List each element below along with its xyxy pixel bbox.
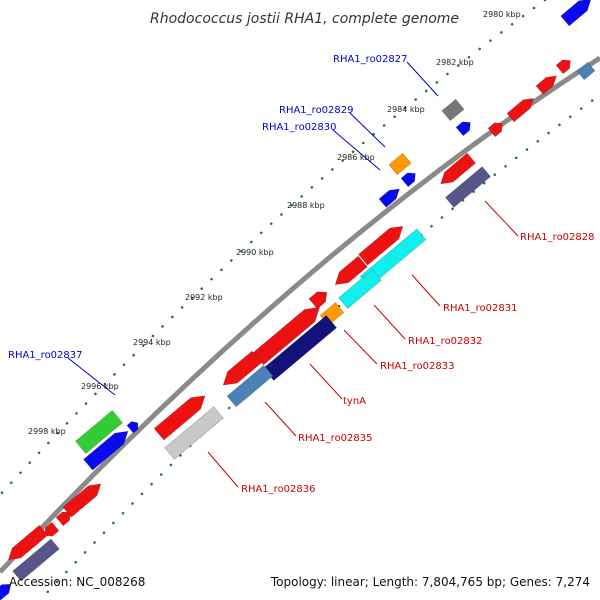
- tick-label: 2994 kbp: [133, 338, 171, 347]
- gene-label-leader: [67, 357, 116, 396]
- tick-labels: 2980 kbp 2982 kbp 2984 kbp 2986 kbp 2988 kbp…: [28, 10, 521, 436]
- gene-feature[interactable]: [75, 410, 123, 454]
- gene-feature[interactable]: [153, 390, 210, 441]
- gene-feature[interactable]: [164, 406, 224, 460]
- gene-label[interactable]: RHA1_ro02829: [279, 105, 354, 116]
- gene-feature[interactable]: [437, 152, 476, 189]
- gene-feature[interactable]: [83, 426, 133, 471]
- tick-label: 2998 kbp: [28, 427, 66, 436]
- gene-label[interactable]: RHA1_ro02836: [241, 484, 316, 495]
- gene-label-leader: [332, 129, 381, 171]
- gene-feature[interactable]: [445, 166, 491, 208]
- gene-feature[interactable]: [576, 61, 596, 81]
- tick-label: 2992 kbp: [185, 293, 223, 302]
- tick-label: 2984 kbp: [387, 105, 425, 114]
- gene-feature[interactable]: [4, 524, 49, 565]
- gene-label-leader: [264, 401, 297, 437]
- gene-feature[interactable]: [252, 301, 325, 366]
- gene-label[interactable]: RHA1_ro02828: [520, 232, 595, 243]
- map-title: Rhodococcus jostii RHA1, complete genome: [150, 11, 459, 27]
- tick-label: 2988 kbp: [287, 201, 325, 210]
- gene-label[interactable]: RHA1_ro02833: [380, 361, 455, 372]
- gene-label-leader: [484, 200, 519, 237]
- gene-label-callouts: RHA1_ro02827RHA1_ro02829RHA1_ro02830RHA1…: [8, 54, 595, 495]
- gene-feature[interactable]: [487, 119, 506, 138]
- tick-dot-track-outer: [0, 0, 547, 497]
- tick-label: 2982 kbp: [436, 58, 474, 67]
- tick-label: 2990 kbp: [236, 248, 274, 257]
- gene-label-leader: [349, 112, 386, 148]
- gene-label[interactable]: RHA1_ro02837: [8, 350, 83, 361]
- gene-feature[interactable]: [331, 255, 368, 290]
- gene-feature[interactable]: [388, 152, 412, 176]
- gene-feature[interactable]: [226, 364, 274, 408]
- gene-label-leader: [406, 61, 439, 97]
- tick-label: 2980 kbp: [483, 10, 521, 19]
- gene-label[interactable]: RHA1_ro02827: [333, 54, 408, 65]
- tick-dot-track-inner: [38, 93, 600, 600]
- topology-text: Topology: linear; Length: 7,804,765 bp; …: [270, 575, 590, 589]
- gene-label[interactable]: tynA: [343, 396, 366, 407]
- gene-feature[interactable]: [555, 56, 574, 75]
- gene-feature[interactable]: [378, 185, 403, 208]
- gene-feature[interactable]: [338, 269, 382, 309]
- gene-label-leader: [343, 329, 378, 365]
- gene-label-leader: [207, 451, 239, 488]
- gene-feature[interactable]: [560, 0, 595, 27]
- gene-label-leader: [411, 274, 441, 307]
- gene-feature[interactable]: [506, 94, 537, 123]
- gene-feature[interactable]: [126, 419, 141, 434]
- gene-feature[interactable]: [455, 118, 474, 137]
- gene-feature[interactable]: [400, 169, 419, 188]
- gene-feature[interactable]: [0, 580, 14, 600]
- gene-label[interactable]: RHA1_ro02832: [408, 336, 483, 347]
- gene-feature[interactable]: [441, 98, 465, 122]
- tick-label: 2986 kbp: [337, 153, 375, 162]
- gene-feature[interactable]: [41, 521, 60, 539]
- gene-label[interactable]: RHA1_ro02830: [262, 122, 337, 133]
- gene-feature[interactable]: [535, 72, 560, 95]
- gene-feature[interactable]: [358, 221, 408, 266]
- tick-label: 2996 kbp: [81, 382, 119, 391]
- gene-label-leader: [309, 363, 343, 400]
- gene-label-leader: [373, 304, 406, 340]
- gene-feature[interactable]: [12, 538, 60, 582]
- gene-feature[interactable]: [55, 508, 74, 527]
- gene-label[interactable]: RHA1_ro02835: [298, 433, 373, 444]
- gene-feature[interactable]: [308, 287, 331, 310]
- gene-feature[interactable]: [218, 350, 263, 391]
- gene-label[interactable]: RHA1_ro02831: [443, 303, 518, 314]
- accession-text: Accession: NC_008268: [9, 575, 145, 589]
